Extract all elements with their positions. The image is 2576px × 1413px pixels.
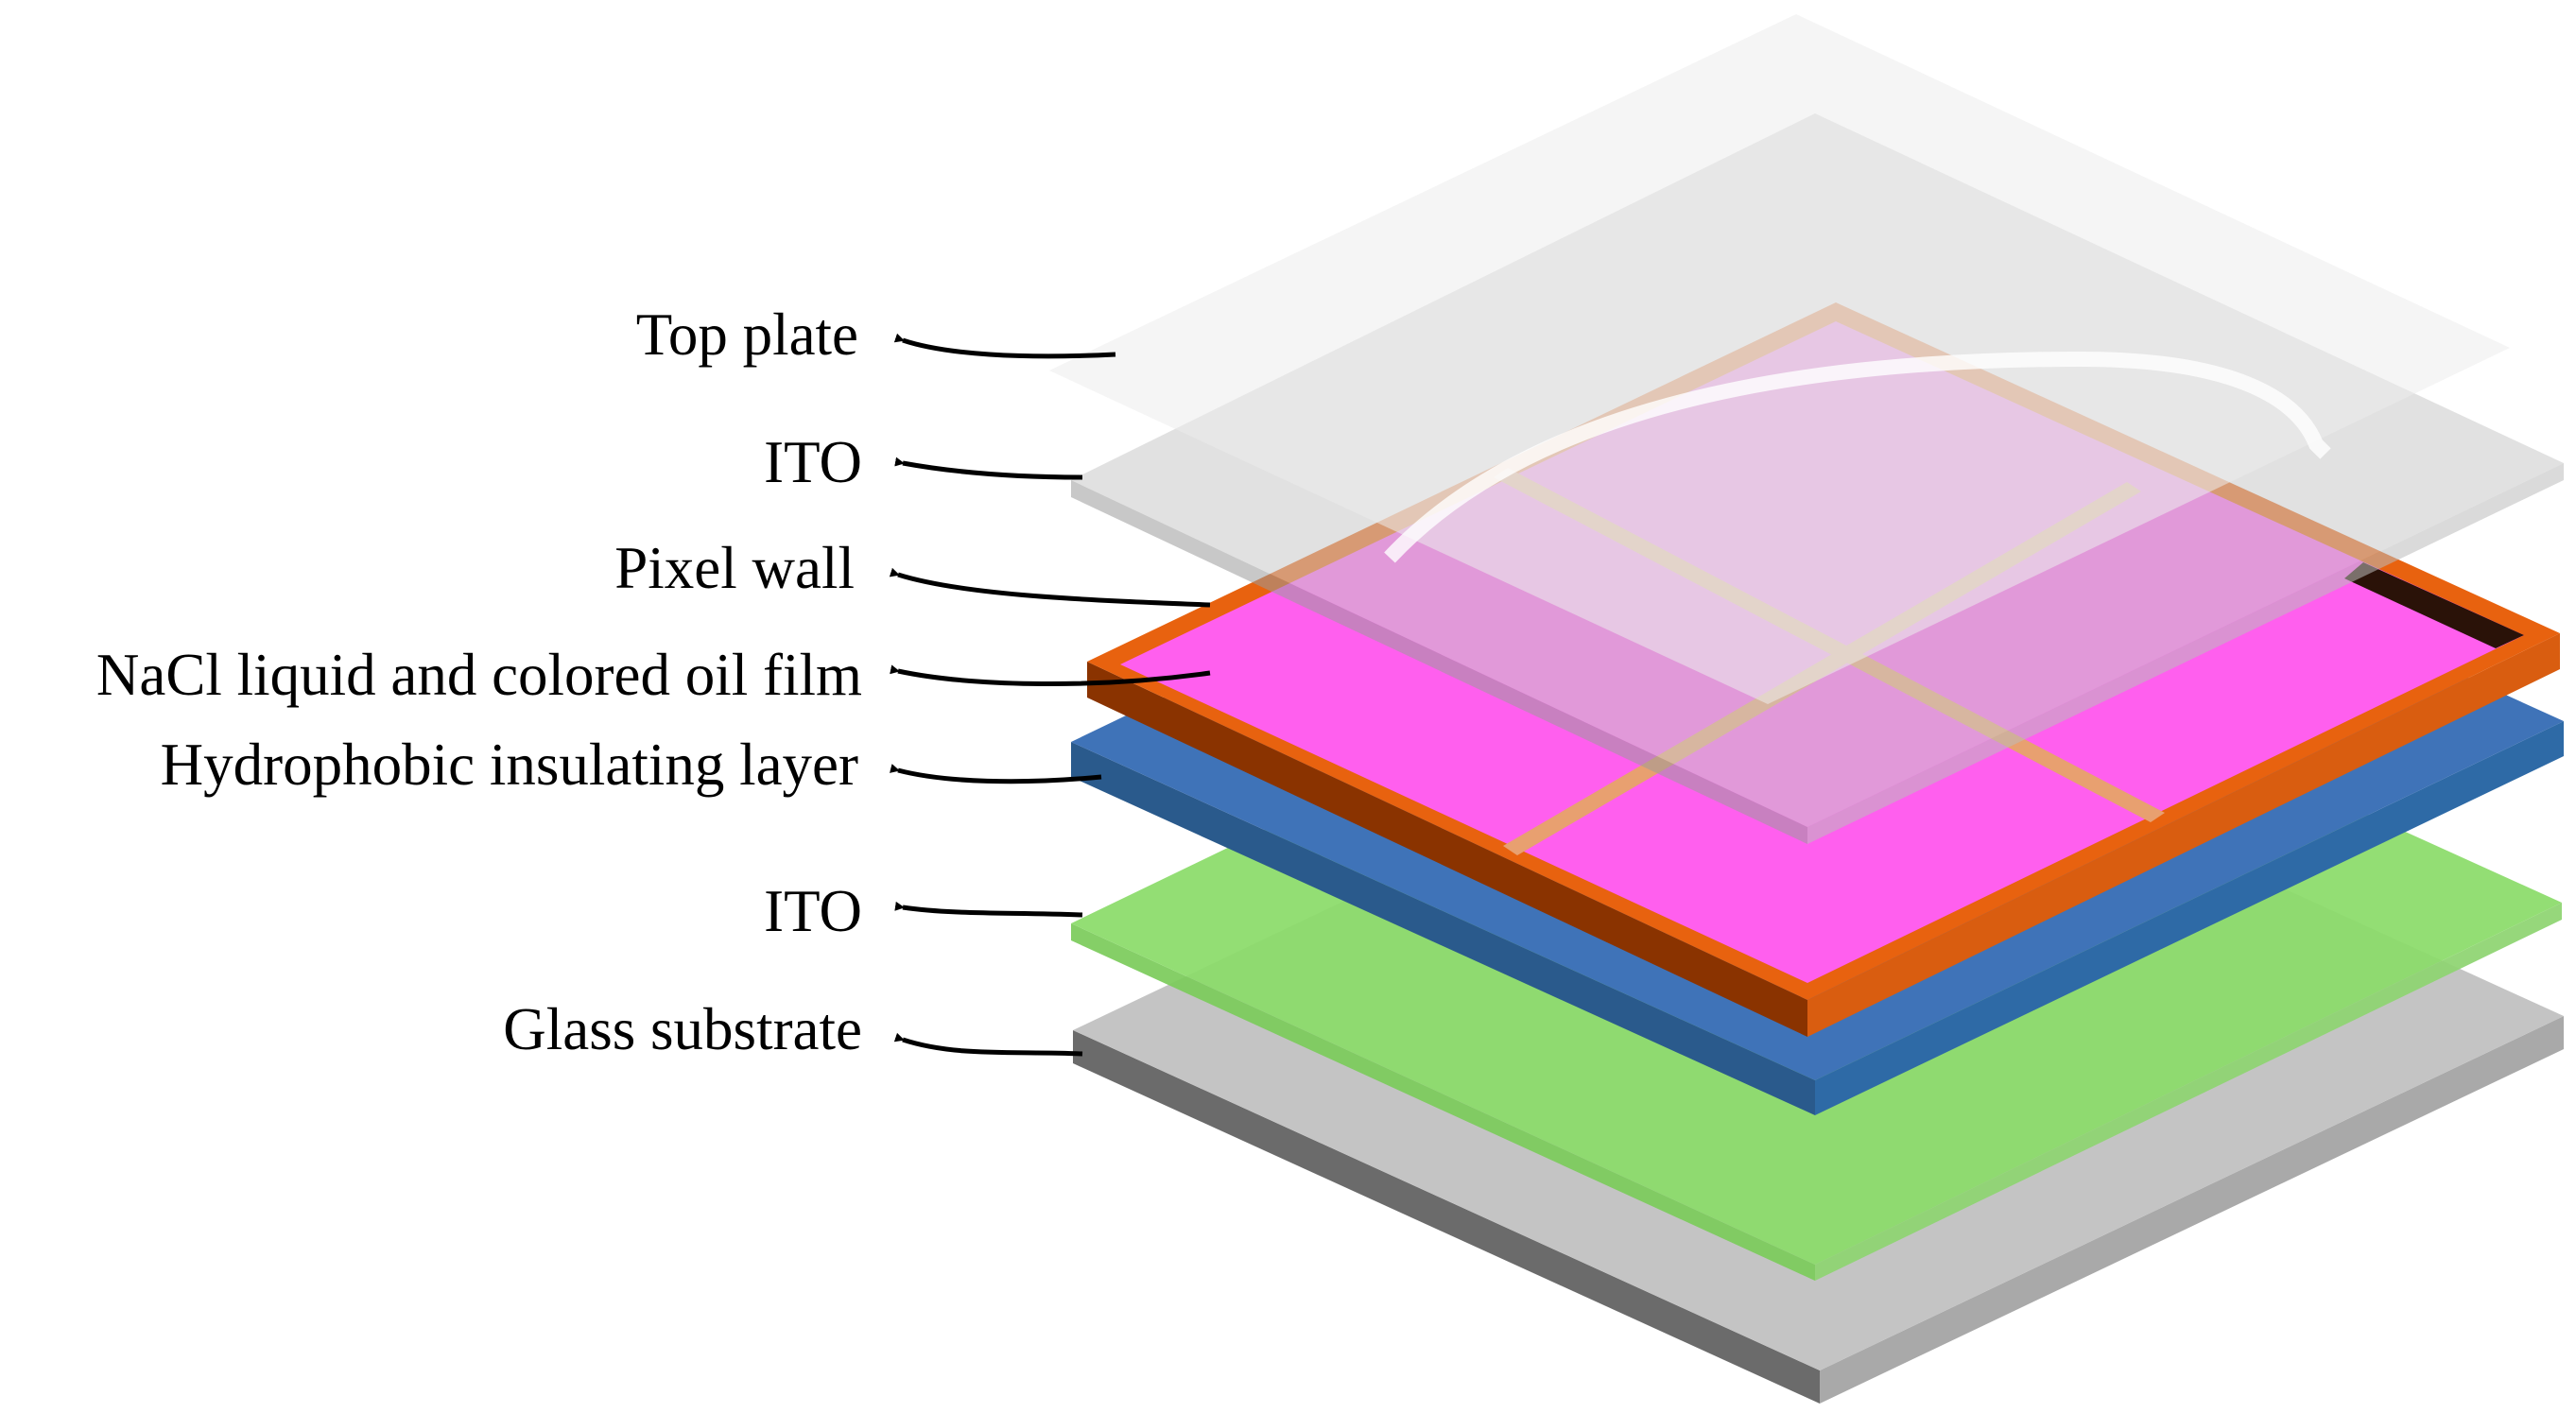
arrow-ito-top bbox=[894, 457, 1083, 480]
label-liquid-oil: NaCl liquid and colored oil film bbox=[96, 642, 862, 708]
top-plate-curve-highlight bbox=[1384, 351, 2331, 563]
glass-substrate-side-right bbox=[1820, 1016, 2564, 1404]
label-hydrophobic: Hydrophobic insulating layer bbox=[161, 732, 858, 798]
arrow-glass-substrate bbox=[893, 1032, 1083, 1057]
arrow-ito-bottom bbox=[894, 901, 1083, 918]
ito-bottom-side-left bbox=[1071, 923, 1815, 1281]
label-pixel-wall: Pixel wall bbox=[614, 535, 855, 601]
ito-top-side-right bbox=[1807, 463, 2564, 844]
label-glass-substrate: Glass substrate bbox=[503, 996, 862, 1062]
pixel-wall-side-left bbox=[1087, 662, 1807, 1037]
pixel-wall-inner-edge bbox=[2344, 562, 2524, 648]
labels: Top plate ITO Pixel wall NaCl liquid and… bbox=[96, 302, 862, 1062]
top-plate-layer bbox=[1049, 14, 2510, 704]
label-ito-top: ITO bbox=[764, 429, 862, 495]
ito-bottom-side-right bbox=[1815, 903, 2562, 1281]
hydrophobic-side-left bbox=[1071, 742, 1815, 1115]
pixel-wall-side-right bbox=[1807, 633, 2560, 1037]
arrow-pixel-wall bbox=[889, 567, 1211, 608]
arrow-hydrophobic bbox=[890, 764, 1102, 784]
label-top-plate: Top plate bbox=[636, 302, 858, 368]
glass-substrate-side-left bbox=[1073, 1030, 1820, 1404]
arrows bbox=[889, 333, 1211, 1057]
label-ito-bottom: ITO bbox=[764, 878, 862, 944]
arrow-liquid-oil bbox=[890, 664, 1211, 686]
ito-top-side-left bbox=[1071, 480, 1807, 844]
hydrophobic-side-right bbox=[1815, 721, 2564, 1115]
arrow-top-plate bbox=[893, 333, 1116, 359]
